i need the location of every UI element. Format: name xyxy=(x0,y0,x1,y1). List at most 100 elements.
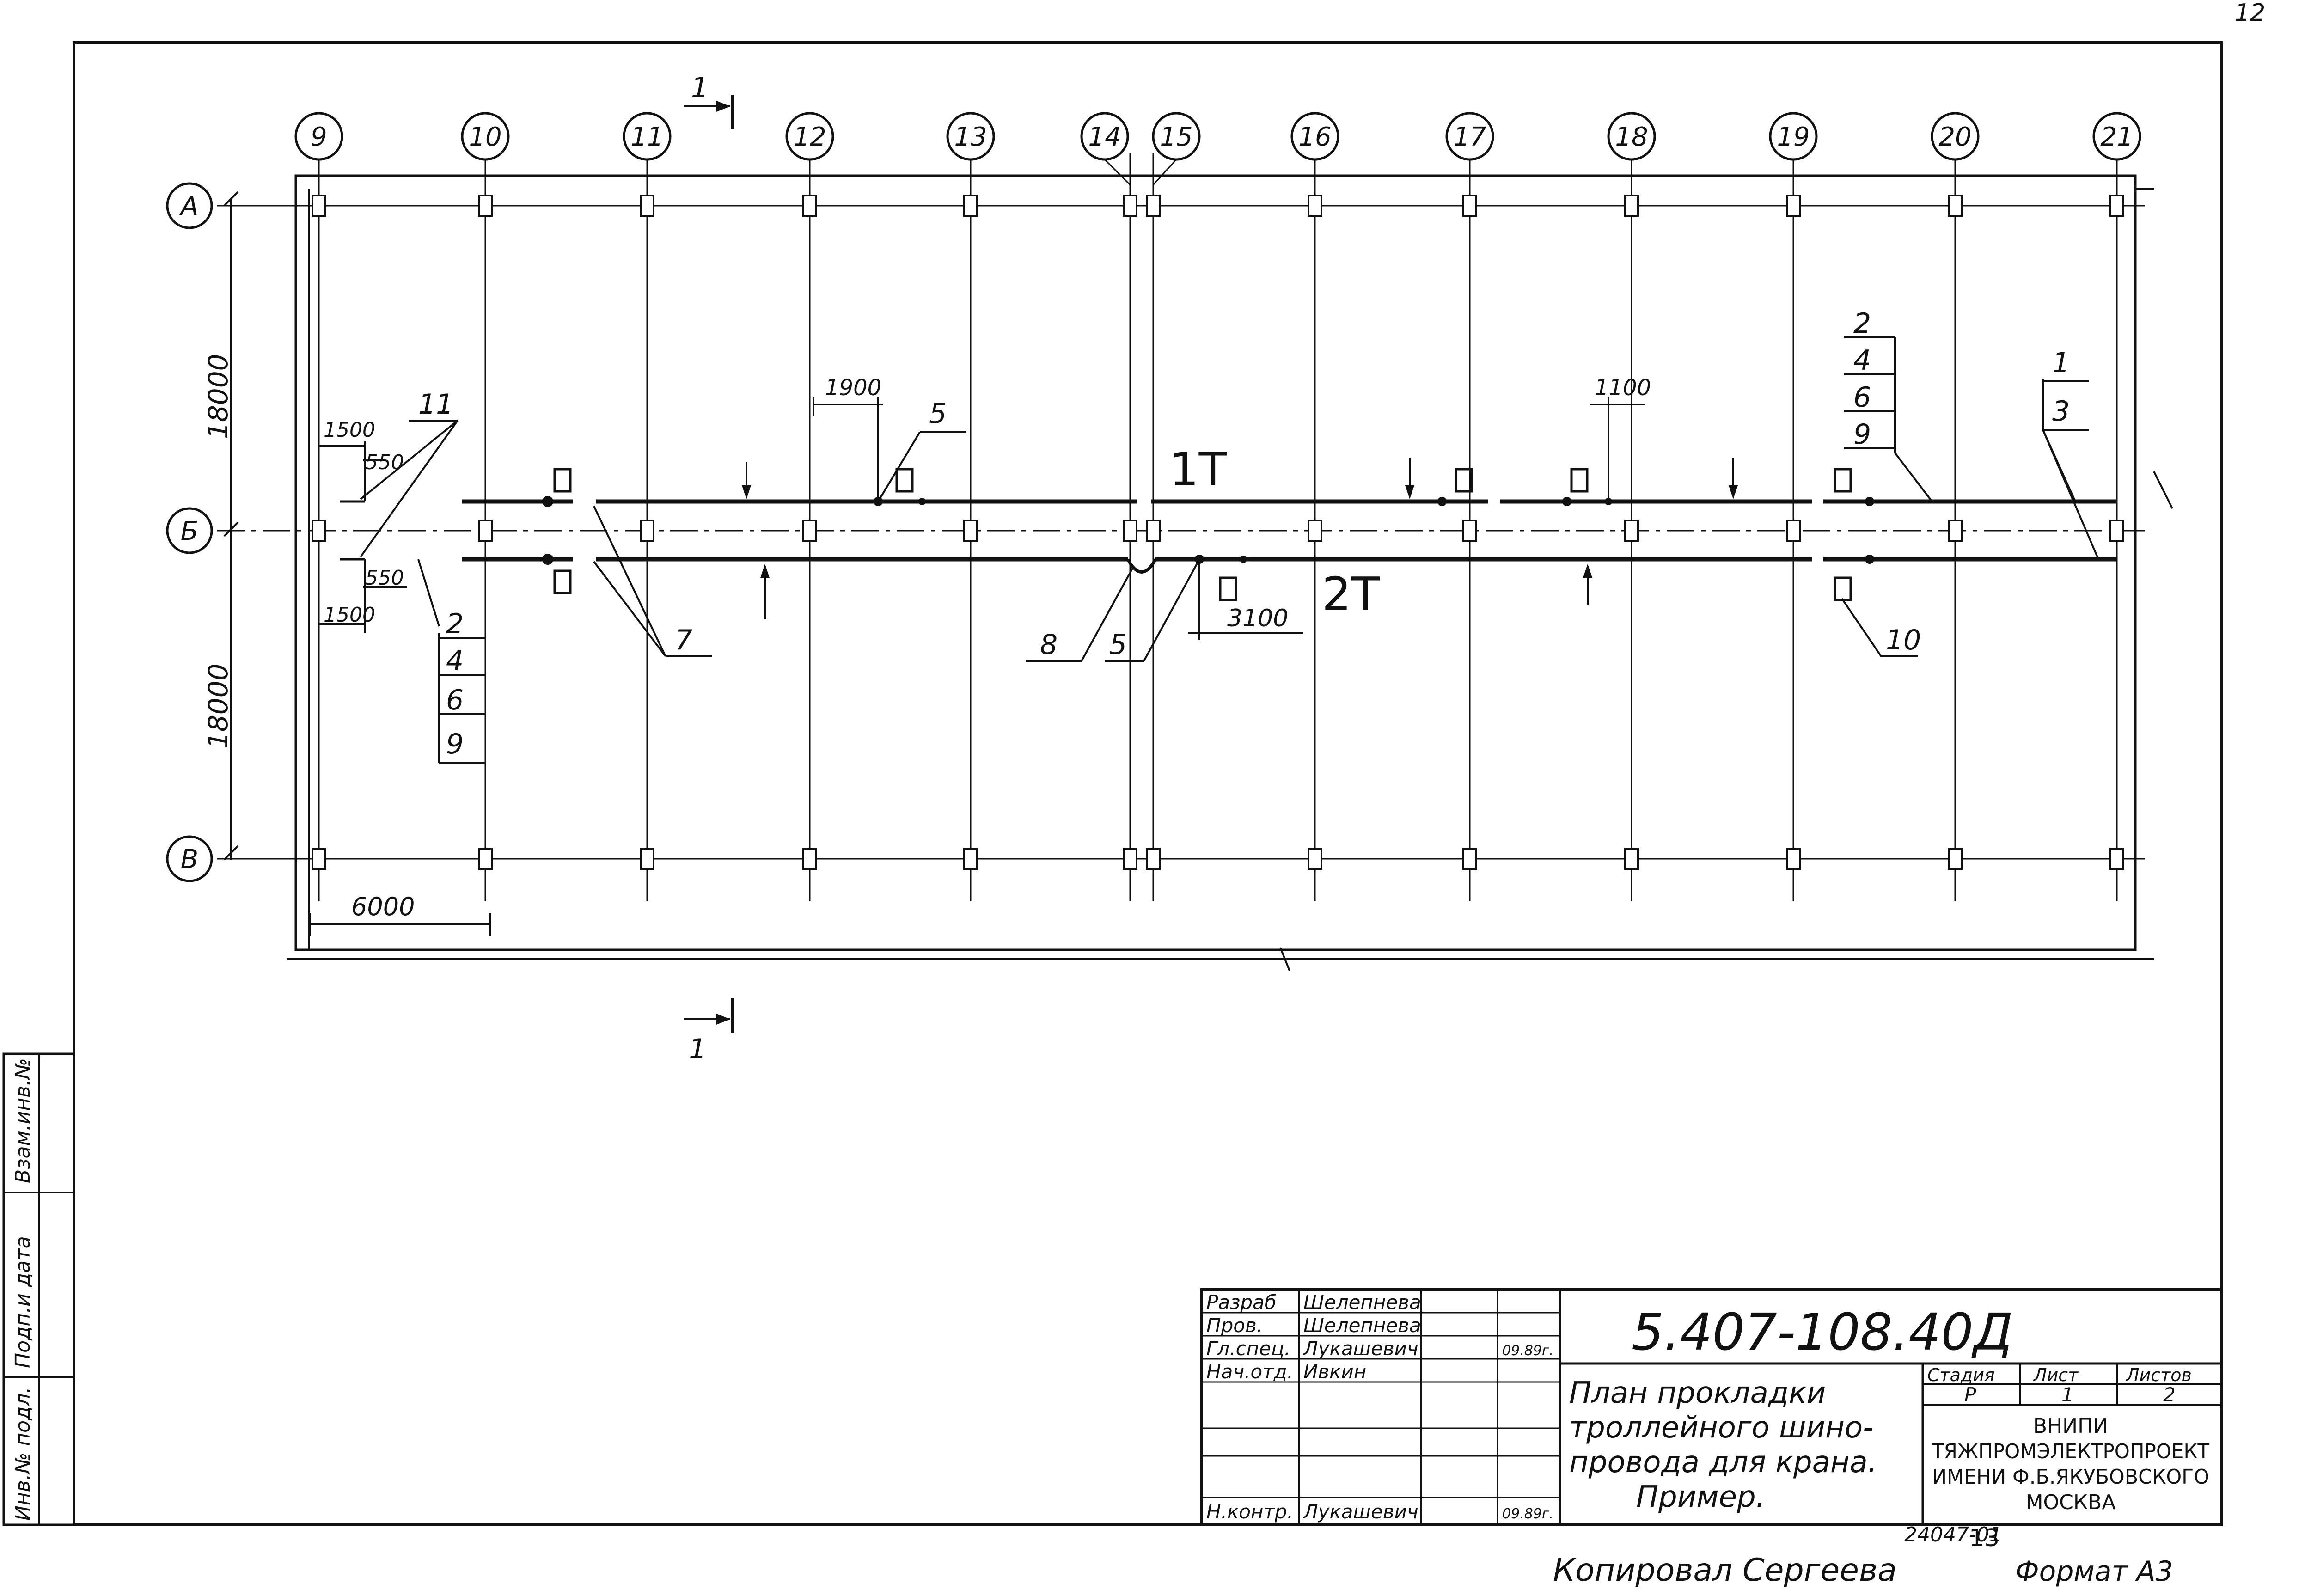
column-marker xyxy=(640,520,654,542)
stack-r-1: 4 xyxy=(1853,344,1871,377)
column-axis-label: 21 xyxy=(2100,122,2133,152)
callout-11: 11 xyxy=(418,388,453,421)
column-marker xyxy=(2109,848,2124,870)
line-label-1t: 1Т xyxy=(1169,442,1228,496)
bay-dim: 6000 xyxy=(351,892,415,921)
column-axis-label: 16 xyxy=(1298,122,1331,152)
column-marker xyxy=(1786,195,1801,217)
side-stamp-inv: Инв.№ подл. xyxy=(11,1387,35,1521)
column-marker xyxy=(802,848,817,870)
sheets-header: Листов xyxy=(2125,1365,2192,1385)
column-marker xyxy=(2109,195,2124,217)
dim-3100: 3100 xyxy=(1227,605,1288,632)
column-marker xyxy=(1624,195,1639,217)
callout-stack-right: 2 4 6 9 xyxy=(1844,307,1896,453)
column-marker xyxy=(1786,520,1801,542)
sig-name-4: Лукашевич xyxy=(1302,1500,1418,1523)
sig-name-0: Шелепнева xyxy=(1303,1291,1421,1314)
column-marker xyxy=(1308,848,1322,870)
sheet-frame xyxy=(73,41,2223,1526)
column-marker xyxy=(312,848,326,870)
dim-1500-top: 1500 xyxy=(324,418,375,442)
column-marker xyxy=(1146,520,1161,542)
callout-5-bottom: 5 xyxy=(1109,629,1127,661)
column-axis-label: 15 xyxy=(1160,122,1192,152)
row-axis-bubble xyxy=(166,835,213,882)
column-axis-bubble xyxy=(1931,112,1980,161)
stack-13-1: 3 xyxy=(2052,395,2070,428)
column-marker xyxy=(802,195,817,217)
stack-r-0: 2 xyxy=(1853,307,1871,340)
section-mark-top-label: 1 xyxy=(691,72,709,104)
column-marker xyxy=(1624,520,1639,542)
stack-l-2: 6 xyxy=(446,684,464,716)
column-marker xyxy=(1948,520,1963,542)
callout-8: 8 xyxy=(1040,629,1058,661)
page-number: 12 xyxy=(2235,0,2265,27)
sig-role-4: Н.контр. xyxy=(1206,1500,1293,1523)
dim-1100: 1100 xyxy=(1595,375,1651,401)
bay-dimension: 6000 xyxy=(309,892,491,936)
stage-header: Стадия xyxy=(1927,1365,1995,1385)
drawing-title-line-3: провода для крана. xyxy=(1569,1445,1877,1480)
column-marker xyxy=(1308,195,1322,217)
column-marker xyxy=(1146,195,1161,217)
column-axis-label: 11 xyxy=(630,122,663,152)
dim-1500-bottom: 1500 xyxy=(324,603,375,627)
column-axis-bubble xyxy=(2092,112,2141,161)
column-marker xyxy=(1624,848,1639,870)
row-axis-label: А xyxy=(179,191,198,221)
column-marker xyxy=(478,195,493,217)
span-dimension: 18000 18000 xyxy=(202,191,239,861)
stack-l-3: 9 xyxy=(446,728,464,760)
column-axis-bubble xyxy=(294,112,343,161)
small-dimensions: 1500 550 550 1500 1900 1100 3100 xyxy=(319,375,1651,640)
line-label-2t: 2Т xyxy=(1322,567,1380,621)
column-marker xyxy=(1308,520,1322,542)
column-marker xyxy=(1146,848,1161,870)
column-axis-bubble xyxy=(785,112,834,161)
column-axis-bubble xyxy=(461,112,510,161)
column-axis-label: 18 xyxy=(1615,122,1648,152)
column-marker xyxy=(1948,848,1963,870)
span-dim-bottom: 18000 xyxy=(202,663,234,749)
sig-date-2: 09.89г. xyxy=(1502,1343,1553,1359)
column-axis-bubble xyxy=(1769,112,1818,161)
dim-550-top: 550 xyxy=(365,451,404,474)
stack-13-0: 1 xyxy=(2052,347,2070,379)
column-marker xyxy=(963,848,978,870)
sig-role-1: Пров. xyxy=(1206,1314,1263,1337)
order-number: 24047-01 xyxy=(1904,1523,2002,1547)
row-axis-label: Б xyxy=(181,516,198,546)
org-line-2: ТЯЖПРОМЭЛЕКТРОПРОЕКТ xyxy=(1932,1440,2209,1463)
dim-1900: 1900 xyxy=(825,375,881,401)
sig-role-0: Разраб xyxy=(1206,1291,1277,1314)
column-axis-bubble xyxy=(1445,112,1494,161)
column-marker xyxy=(1948,195,1963,217)
callout-stack-13: 1 3 xyxy=(2042,347,2089,431)
column-axis-label: 19 xyxy=(1777,122,1810,152)
column-axis-label: 12 xyxy=(793,122,826,152)
column-marker xyxy=(1786,848,1801,870)
section-mark-bottom-label: 1 xyxy=(689,1033,706,1065)
section-mark-top: 1 xyxy=(684,72,734,129)
callout-stack-left: 2 4 6 9 xyxy=(438,608,485,764)
column-axis-label: 9 xyxy=(311,122,327,152)
format-note: Формат А3 xyxy=(2015,1555,2173,1588)
drawing-code: 5.407-108.40Д xyxy=(1632,1302,2013,1362)
row-axis-bubble xyxy=(166,507,213,554)
side-stamp-sign: Подп.и дата xyxy=(11,1236,35,1368)
sheet-header: Лист xyxy=(2033,1365,2079,1385)
feed-points xyxy=(542,468,1874,601)
sheets-value: 2 xyxy=(2163,1383,2176,1406)
dim-550-bottom: 550 xyxy=(365,566,404,590)
org-line-1: ВНИПИ xyxy=(2033,1414,2108,1438)
stack-l-1: 4 xyxy=(446,645,464,677)
stack-r-3: 9 xyxy=(1853,418,1871,451)
column-marker xyxy=(2109,520,2124,542)
column-marker xyxy=(963,195,978,217)
stack-l-0: 2 xyxy=(446,608,464,640)
structural-grid xyxy=(217,153,2145,901)
